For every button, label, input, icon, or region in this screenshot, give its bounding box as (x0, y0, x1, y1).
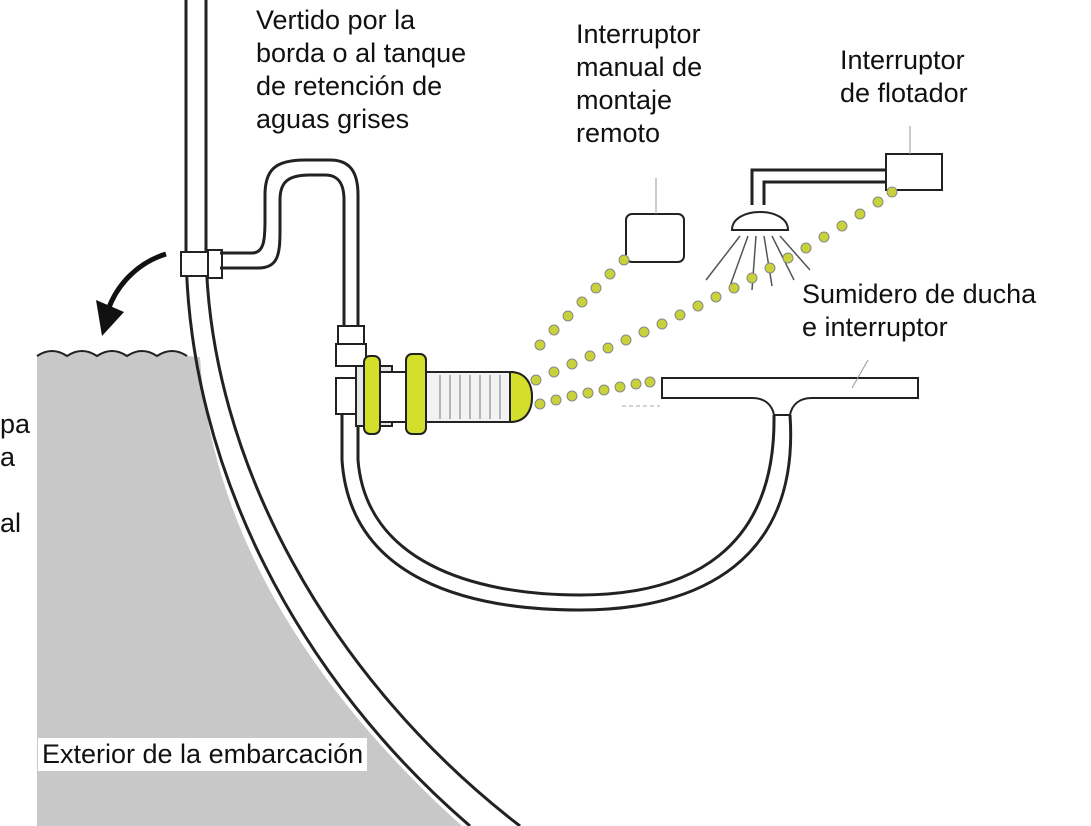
manual-switch-label: Interruptor manual de montaje remoto (576, 19, 703, 148)
boat-exterior-label: Exterior de la embarcación (38, 738, 368, 771)
wiring-float-switch (530, 186, 898, 386)
discharge-label: Vertido por la borda o al tanque de rete… (256, 5, 467, 134)
wiring-manual-switch (534, 254, 630, 351)
shower-spray (705, 235, 811, 291)
float-switch-label: Interruptor de flotador (840, 45, 968, 108)
left-cut-label: pa a al (0, 409, 31, 538)
intake-hose-inner (356, 410, 776, 597)
pump (335, 353, 534, 435)
intake-hose-outer (340, 410, 793, 612)
float-switch-box (885, 153, 943, 191)
discharge-arrow-icon (105, 251, 167, 311)
hull-inner-line (204, 0, 521, 826)
boat-exterior-area (37, 351, 462, 826)
hull-outer-line (184, 0, 471, 826)
shower-arm (750, 168, 886, 205)
discharge-hose-inner (220, 173, 346, 330)
manual-switch-box (625, 213, 685, 263)
water-surface-waves (36, 350, 188, 358)
shower-sump-label: Sumidero de ducha e interruptor (802, 279, 1037, 342)
discharge-hose-outer (220, 158, 360, 330)
wiring-shower-sump (534, 376, 656, 410)
shower-sump-tray (661, 377, 919, 416)
thru-hull-fitting (180, 251, 212, 277)
shower-head-icon (730, 211, 790, 231)
